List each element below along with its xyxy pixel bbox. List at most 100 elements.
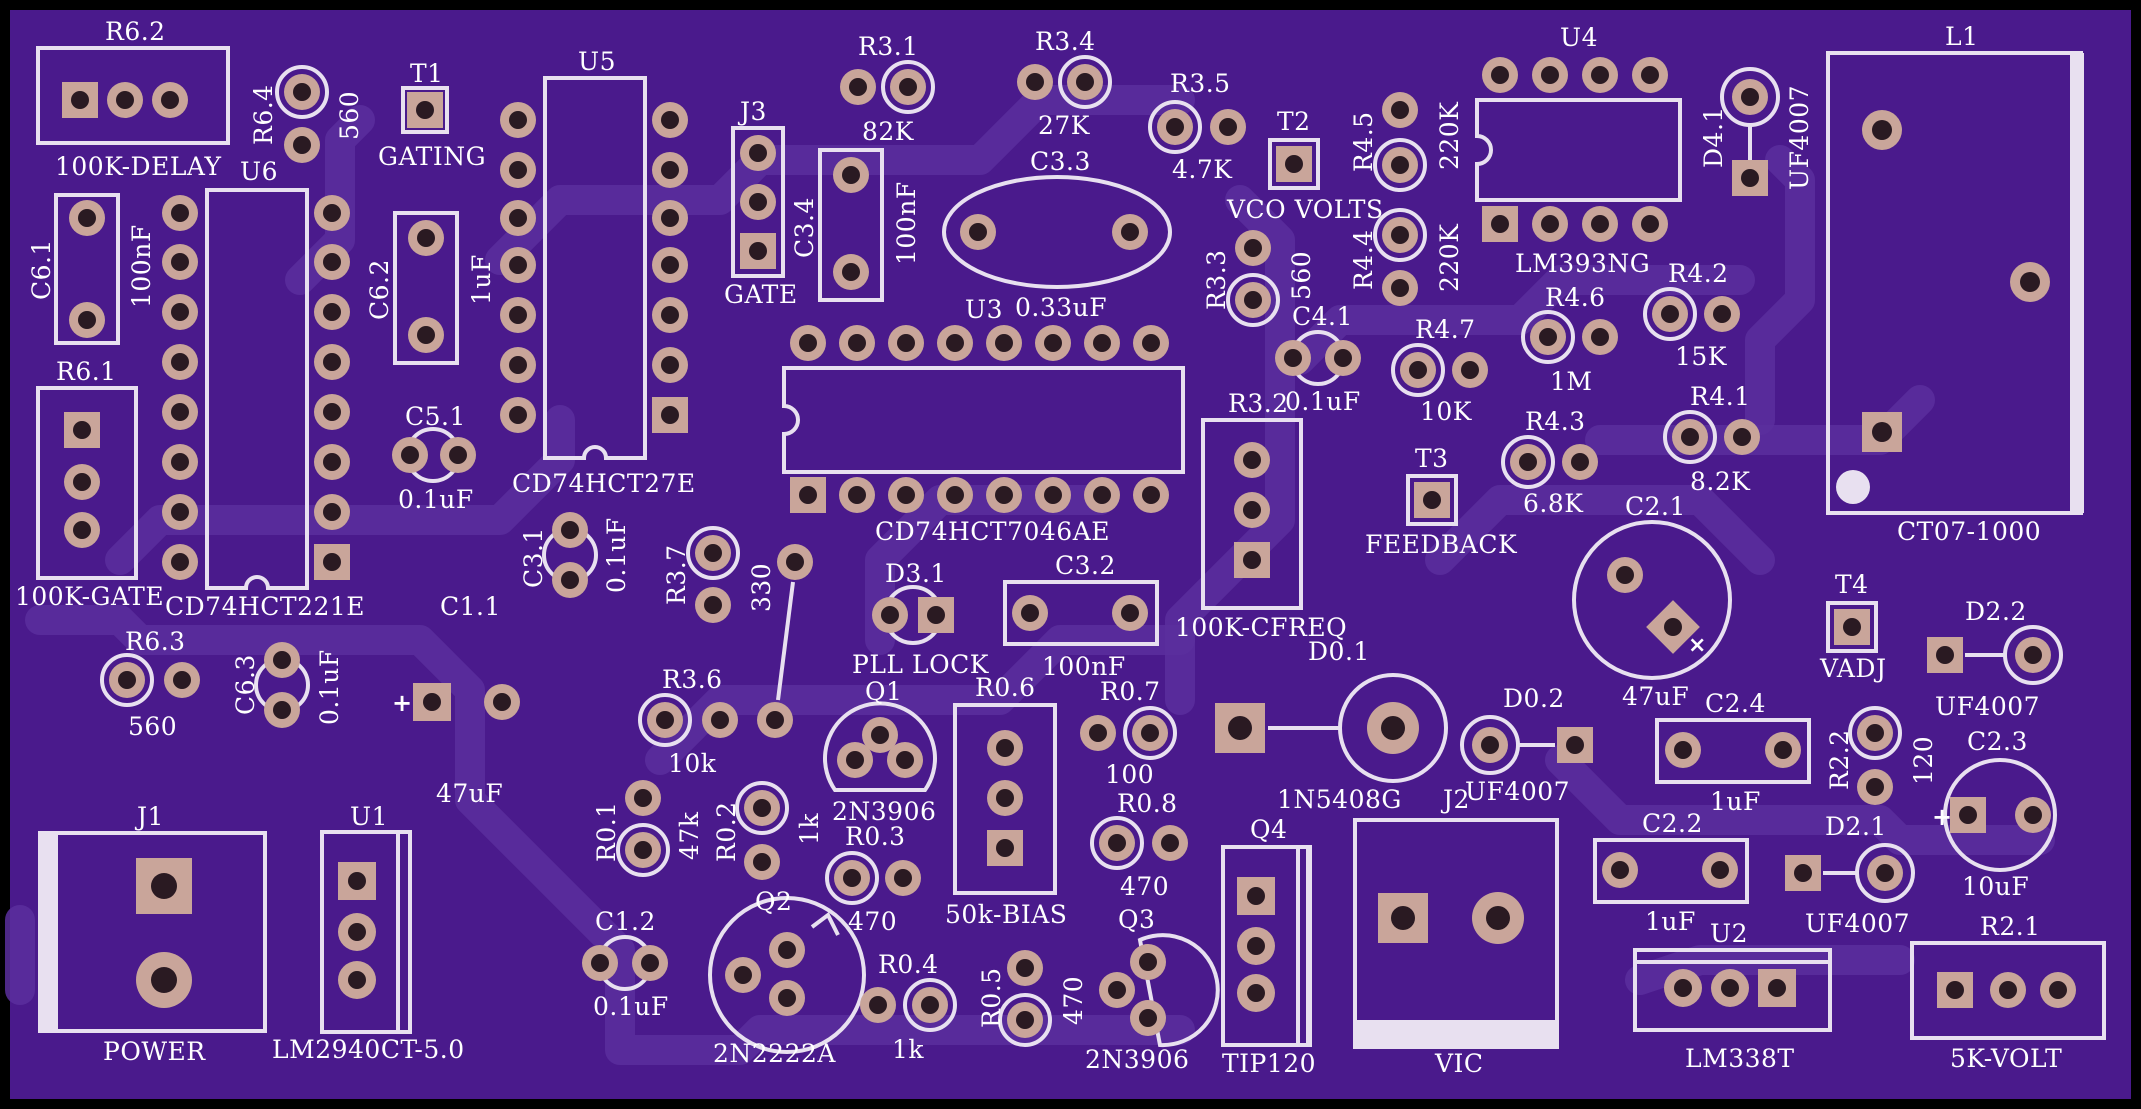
d4-1-value: UF4007	[1785, 85, 1814, 190]
t4-ref: T4	[1835, 570, 1869, 599]
r4-1-resistor	[1663, 410, 1760, 464]
c6-1-value: 100nF	[127, 224, 156, 308]
c6-2-capacitor	[393, 211, 459, 365]
r3-4-resistor	[1017, 55, 1112, 109]
c1-1-ref: C1.1	[440, 592, 501, 621]
u3-ref: U3	[965, 295, 1003, 324]
c1-2-value: 0.1uF	[593, 992, 669, 1021]
r6-4-value: 560	[335, 91, 364, 140]
t3-testpoint	[1406, 474, 1458, 526]
r2-2-ref: R2.2	[1825, 729, 1854, 790]
r0-4-value: 1k	[892, 1035, 924, 1064]
c3-2-ref: C3.2	[1055, 551, 1116, 580]
r0-2-value: 1k	[795, 813, 824, 845]
r2-1-ref: R2.1	[1980, 912, 2041, 941]
d4-1-diode	[1720, 67, 1780, 196]
j2-connector	[1353, 818, 1559, 1049]
c2-1-ref: C2.1	[1625, 492, 1686, 521]
c2-4-capacitor	[1655, 718, 1811, 784]
j2-ref: J2	[1440, 785, 1470, 814]
r3-1-value: 82K	[862, 117, 915, 146]
r3-5-resistor	[1148, 100, 1246, 154]
q3-value: 2N3906	[1085, 1045, 1189, 1074]
r2-1-potentiometer	[1910, 941, 2106, 1040]
r4-2-resistor	[1643, 287, 1740, 341]
r0-3-resistor	[825, 851, 921, 905]
c6-1-capacitor	[54, 193, 120, 345]
r6-1-potentiometer	[36, 386, 138, 580]
r6-4-ref: R6.4	[249, 84, 278, 145]
r3-1-resistor	[840, 60, 935, 114]
r6-3-ref: R6.3	[125, 627, 186, 656]
j3-header	[731, 126, 785, 278]
r3-6-value: 10k	[668, 749, 717, 778]
svg-text:+: +	[392, 689, 412, 717]
u4-ref: U4	[1560, 23, 1598, 52]
c3-3-capacitor	[942, 175, 1172, 289]
t1-value: GATING	[378, 142, 486, 171]
r4-7-value: 10K	[1420, 397, 1473, 426]
r2-2-resistor	[1848, 706, 1902, 805]
c6-2-ref: C6.2	[365, 259, 394, 320]
c1-2-ref: C1.2	[595, 907, 656, 936]
r3-3-ref: R3.3	[1202, 249, 1231, 310]
r0-2-ref: R0.2	[712, 801, 741, 862]
r3-7-ref: R3.7	[662, 544, 691, 605]
r6-3-value: 560	[128, 712, 177, 741]
u5-ref: U5	[578, 47, 616, 76]
u5-ic	[500, 76, 688, 460]
r0-7-ref: R0.7	[1100, 677, 1161, 706]
r6-1-value: 100K-GATE	[15, 582, 164, 611]
r0-7-value: 100	[1105, 760, 1154, 789]
d3-1-ref: D3.1	[885, 559, 947, 588]
t2-testpoint	[1268, 138, 1320, 190]
q2-transistor	[708, 896, 866, 1054]
q2-value: 2N2222A	[713, 1039, 836, 1068]
u1-value: LM2940CT-5.0	[272, 1035, 465, 1064]
r3-5-value: 4.7K	[1172, 155, 1233, 184]
r6-2-value: 100K-DELAY	[55, 152, 221, 181]
u4-ic	[1475, 57, 1682, 242]
r3-2-value: 100K-CFREQ	[1175, 613, 1347, 642]
t1-ref: T1	[410, 59, 444, 88]
r4-4-resistor	[1373, 208, 1427, 306]
r0-5-ref: R0.5	[977, 967, 1006, 1028]
r4-4-ref: R4.4	[1349, 229, 1378, 290]
r4-3-resistor	[1501, 435, 1598, 489]
d4-1-ref: D4.1	[1699, 106, 1728, 168]
r3-4-ref: R3.4	[1035, 27, 1096, 56]
l1-inductor	[1826, 51, 2084, 515]
r0-2-resistor	[735, 781, 789, 880]
t2-ref: T2	[1277, 107, 1311, 136]
r0-6-value: 50k-BIAS	[945, 900, 1067, 929]
r4-6-value: 1M	[1550, 367, 1593, 396]
u2-value: LM338T	[1685, 1044, 1795, 1073]
j1-power-jack	[38, 831, 267, 1033]
r6-4-resistor	[275, 65, 329, 163]
r6-2-potentiometer	[36, 46, 230, 145]
q1-value: 2N3906	[832, 797, 936, 826]
r4-4-value: 220K	[1435, 223, 1464, 292]
r0-6-potentiometer	[953, 703, 1057, 895]
c6-3-ref: C6.3	[231, 654, 260, 715]
r3-6-resistor	[638, 693, 793, 747]
c2-2-value: 1uF	[1645, 907, 1696, 936]
r3-7-value: 330	[747, 563, 776, 612]
l1-part: CT07-1000	[1897, 517, 2041, 546]
c2-3-capacitor: +	[1932, 758, 2057, 872]
c1-2-capacitor	[582, 935, 668, 991]
u1-regulator	[320, 830, 412, 1034]
r0-1-ref: R0.1	[592, 801, 621, 862]
t3-ref: T3	[1415, 444, 1449, 473]
r4-3-value: 6.8K	[1523, 489, 1584, 518]
q1-transistor	[823, 701, 937, 792]
r4-5-resistor	[1373, 92, 1427, 192]
j3-ref: J3	[737, 97, 767, 126]
c2-1-value: 47uF	[1622, 682, 1689, 711]
d0-2-ref: D0.2	[1503, 684, 1565, 713]
c3-3-ref: C3.3	[1030, 147, 1091, 176]
c3-3-value: 0.33uF	[1015, 293, 1107, 322]
r2-2-value: 120	[1909, 736, 1938, 785]
r4-6-ref: R4.6	[1545, 283, 1606, 312]
